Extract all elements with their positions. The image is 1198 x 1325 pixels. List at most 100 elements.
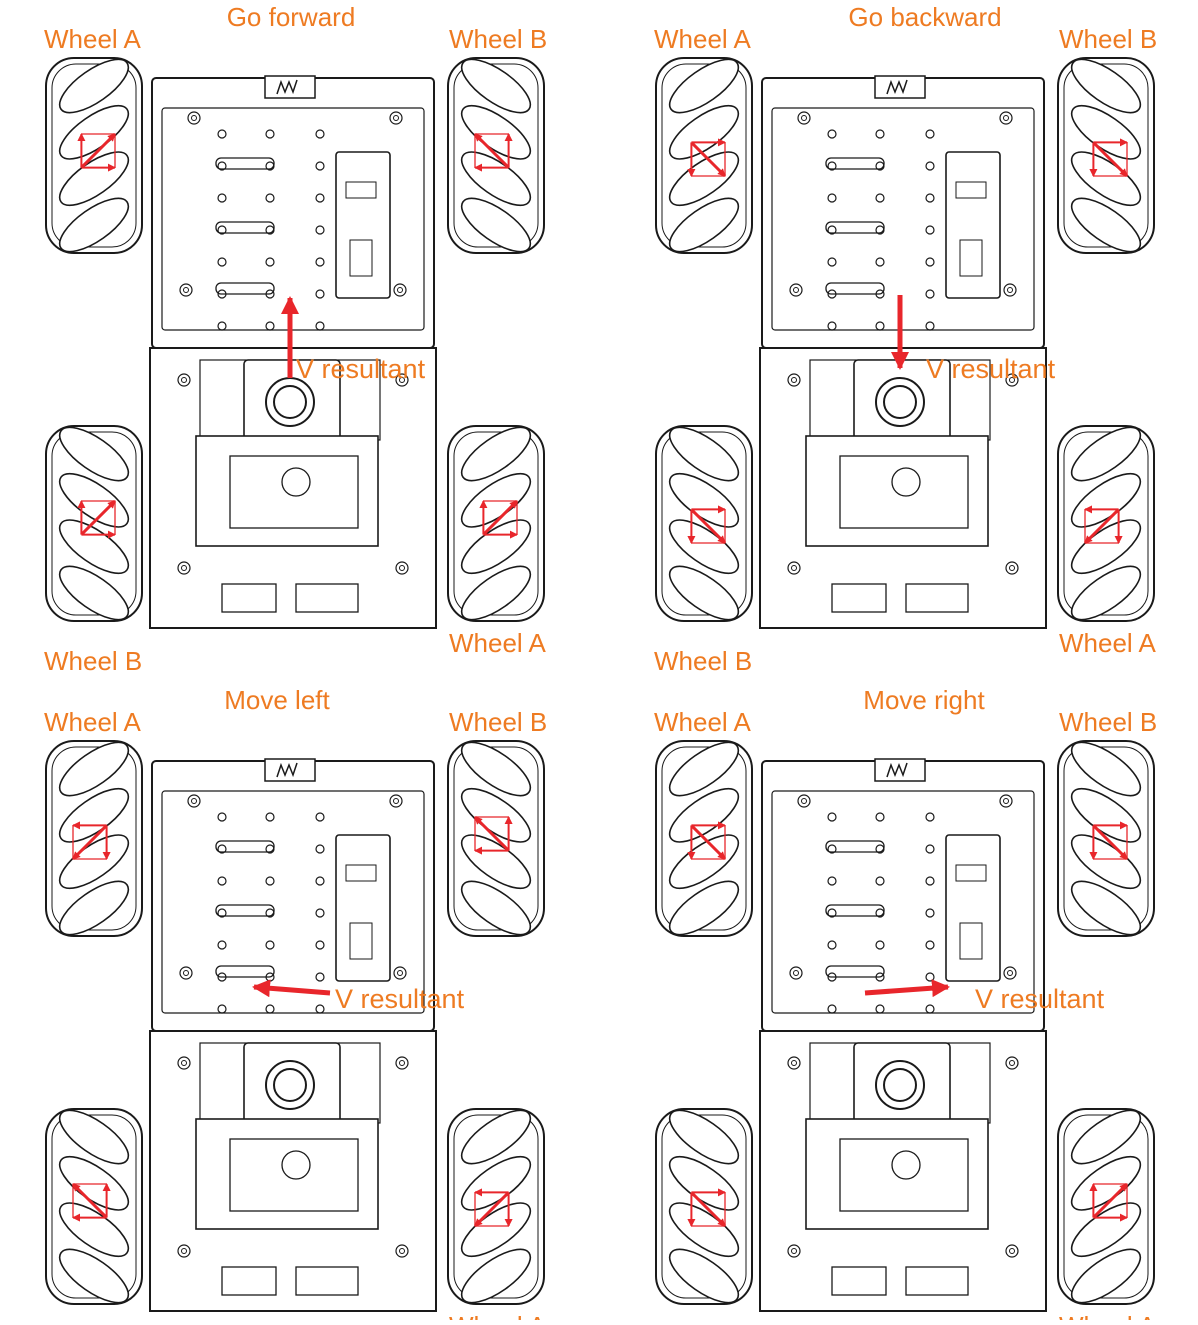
wheel-roller	[668, 197, 740, 253]
wheel-label-bottom-left: Wheel B	[654, 646, 752, 676]
screw-center	[183, 970, 189, 976]
battery-slot	[221, 1266, 277, 1296]
wheel-rim	[453, 431, 539, 616]
screw-center	[1007, 970, 1013, 976]
camera-lens	[883, 1068, 917, 1102]
mounting-hole	[827, 1004, 837, 1014]
mounting-slot	[825, 157, 885, 170]
screw	[787, 561, 801, 575]
mounting-hole	[217, 161, 227, 171]
wheel-rim	[1063, 1114, 1149, 1299]
force-vectors	[1089, 1182, 1129, 1222]
screw	[177, 373, 191, 387]
wheel-roller	[668, 58, 740, 114]
usb-symbol	[276, 762, 298, 778]
top-plate-inner	[771, 790, 1035, 1014]
screw-center	[397, 287, 403, 293]
wheel-roller	[668, 426, 740, 482]
screw-center	[791, 377, 797, 383]
mounting-hole	[315, 321, 325, 331]
mounting-hole	[827, 257, 837, 267]
screw-center	[399, 377, 405, 383]
mounting-hole	[925, 257, 935, 267]
mounting-hole	[265, 225, 275, 235]
wheel-force-arrow	[71, 1182, 108, 1219]
screw-center	[791, 1060, 797, 1066]
mounting-hole	[217, 129, 227, 139]
wheel-label-top-left: Wheel A	[654, 707, 751, 737]
screw-center	[191, 115, 197, 121]
mounting-hole	[217, 321, 227, 331]
servo-bracket	[805, 435, 989, 547]
mounting-hole	[217, 940, 227, 950]
screw-center	[399, 1248, 405, 1254]
panel-title: Go forward	[227, 2, 356, 32]
wheel-roller	[58, 741, 130, 797]
mounting-hole	[875, 289, 885, 299]
wheel-roller	[1070, 1248, 1142, 1304]
wheel-force-arrow	[690, 141, 727, 178]
wheel-rim	[1063, 746, 1149, 931]
wheel-roller	[58, 1109, 130, 1165]
wheel-rim	[453, 1114, 539, 1299]
mounting-hole	[315, 289, 325, 299]
wheel-force-arrow	[1083, 508, 1120, 545]
robot-chassis	[149, 758, 437, 1312]
battery-slot	[905, 583, 969, 613]
mounting-hole	[827, 812, 837, 822]
screw-center	[1009, 565, 1015, 571]
screw	[1005, 1244, 1019, 1258]
mounting-hole	[875, 321, 885, 331]
screw	[1005, 561, 1019, 575]
screw-center	[393, 798, 399, 804]
servo-horn	[891, 467, 921, 497]
mounting-hole	[315, 940, 325, 950]
wheel-roller	[668, 1109, 740, 1165]
mounting-hole	[315, 129, 325, 139]
mounting-hole	[827, 844, 837, 854]
mounting-hole	[875, 844, 885, 854]
wheel-roller	[460, 741, 532, 797]
wheel-label-top-right: Wheel B	[449, 707, 547, 737]
wheel-roller	[668, 519, 740, 575]
robot-chassis	[149, 75, 437, 629]
servo-body	[839, 1138, 969, 1212]
servo-body	[229, 1138, 359, 1212]
mounting-hole	[315, 257, 325, 267]
wheel-roller	[1070, 1109, 1142, 1165]
usb-symbol	[276, 79, 298, 95]
mounting-hole	[827, 972, 837, 982]
force-vectors	[1089, 138, 1129, 178]
wheel-label-bottom-left: Wheel B	[44, 646, 142, 676]
wheel-rim	[51, 431, 137, 616]
mounting-hole	[827, 225, 837, 235]
screw-center	[791, 1248, 797, 1254]
wheel-roller	[460, 1248, 532, 1304]
screw	[999, 794, 1013, 808]
mounting-hole	[315, 908, 325, 918]
wheel-roller	[668, 151, 740, 207]
wheel-rim	[661, 746, 747, 931]
wheel-roller	[1070, 58, 1142, 114]
screw-center	[181, 1060, 187, 1066]
mounting-hole	[265, 844, 275, 854]
wheel-roller	[460, 197, 532, 253]
mounting-hole	[265, 812, 275, 822]
wheel-label-top-left: Wheel A	[654, 24, 751, 54]
mounting-slot	[825, 904, 885, 917]
mounting-hole	[217, 289, 227, 299]
wheel-roller	[58, 58, 130, 114]
wheel-roller	[460, 1109, 532, 1165]
force-vectors	[71, 1182, 111, 1222]
force-vectors	[1083, 505, 1123, 545]
camera-lens	[273, 1068, 307, 1102]
resultant-label: V resultant	[975, 984, 1105, 1014]
screw-center	[793, 287, 799, 293]
wheel-rim	[661, 431, 747, 616]
mounting-hole	[265, 161, 275, 171]
mounting-hole	[925, 193, 935, 203]
force-vectors	[77, 132, 117, 172]
mounting-hole	[925, 844, 935, 854]
